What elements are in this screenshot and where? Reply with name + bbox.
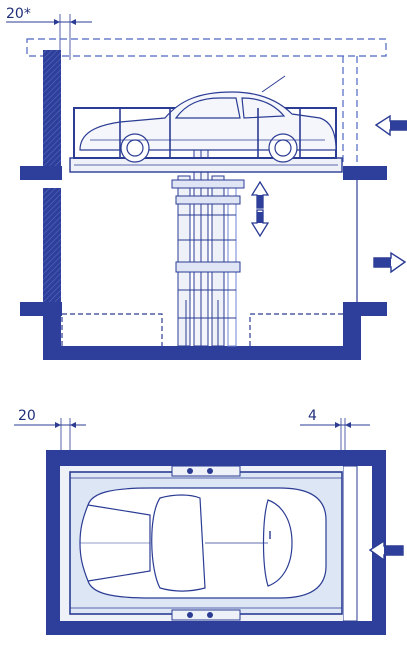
section-pit	[43, 313, 361, 360]
dimension-20: 20	[14, 408, 86, 458]
plan-view: 20 4	[14, 408, 404, 635]
section-view: 20*	[6, 6, 407, 360]
section-platform	[69, 157, 343, 173]
left-ledge-lower	[20, 302, 62, 316]
arrow-up-icon	[250, 180, 270, 209]
dimension-label-20: 20	[18, 408, 36, 424]
right-ledge-upper	[343, 166, 387, 180]
plan-walls	[46, 450, 386, 635]
car-top-view	[79, 487, 327, 599]
arrow-down-icon	[250, 209, 270, 238]
left-wall-lower	[43, 188, 61, 303]
dimension-label-4: 4	[308, 408, 317, 424]
left-ledge-upper	[20, 166, 62, 180]
plan-arrow-in-left-icon	[368, 539, 404, 562]
arrow-out-right-icon	[373, 251, 407, 274]
right-ledge-lower	[343, 302, 387, 316]
car-side-view	[73, 75, 337, 163]
dimension-20-star: 20*	[6, 6, 92, 60]
lift-column	[171, 99, 245, 347]
upper-dashed-outline	[26, 38, 387, 166]
left-wall	[43, 50, 61, 170]
dimension-label-20-star: 20*	[6, 6, 31, 22]
arrow-in-left-icon	[374, 114, 407, 137]
